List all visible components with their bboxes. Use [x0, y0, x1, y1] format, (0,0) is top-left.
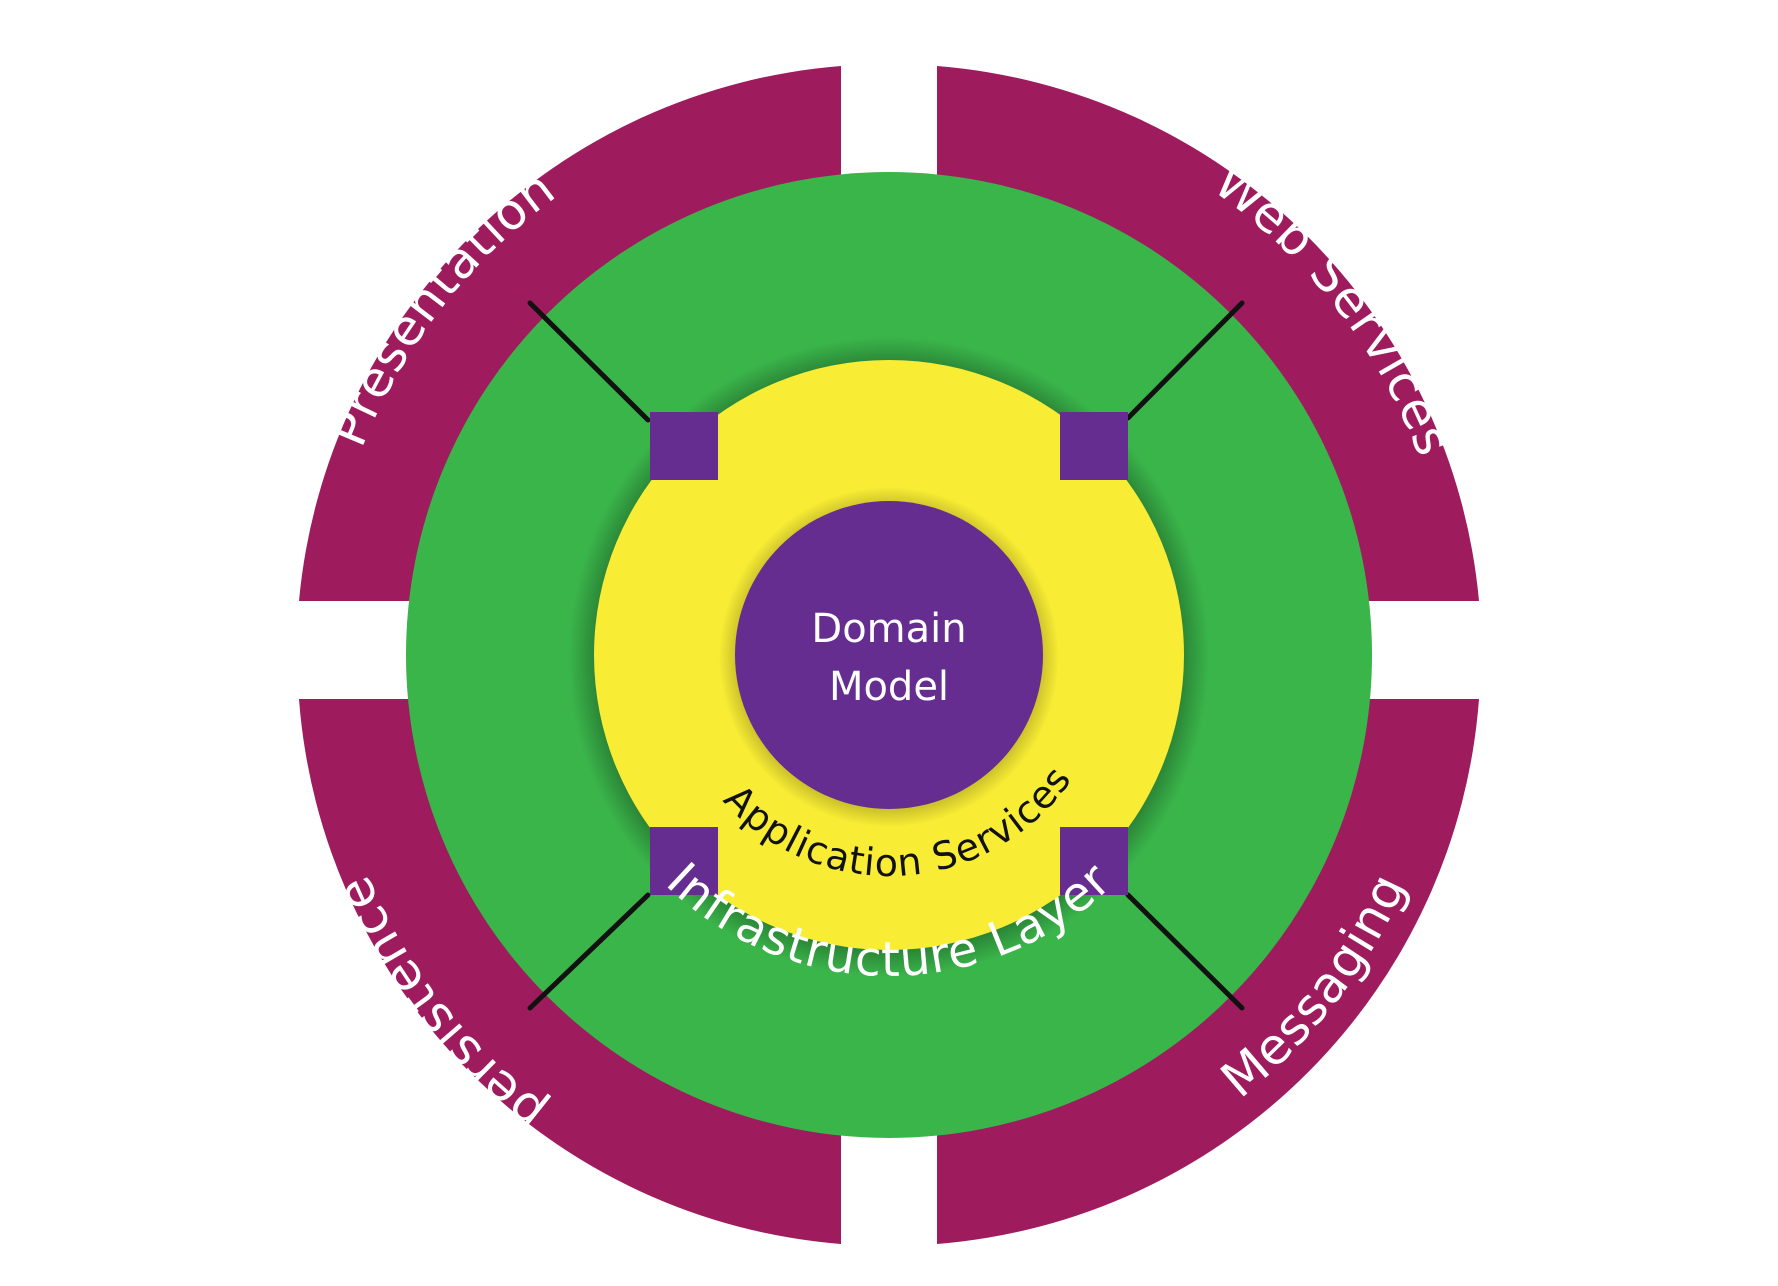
port-square-top-right	[1060, 412, 1128, 480]
ports	[650, 412, 1128, 895]
domain-model-label-line2: Model	[829, 664, 949, 710]
connectors	[527, 300, 1245, 1011]
port-square-bottom-right	[1060, 827, 1128, 895]
connector-line-persistence	[527, 892, 651, 1011]
domain-model-circle	[735, 501, 1043, 809]
port-square-bottom-left	[650, 827, 718, 895]
connector-line-web-services	[1125, 300, 1245, 421]
connector-line-messaging	[1125, 892, 1245, 1011]
connector-line-presentation	[527, 300, 651, 423]
domain-model-label-line1: Domain	[811, 606, 966, 652]
port-square-top-left	[650, 412, 718, 480]
